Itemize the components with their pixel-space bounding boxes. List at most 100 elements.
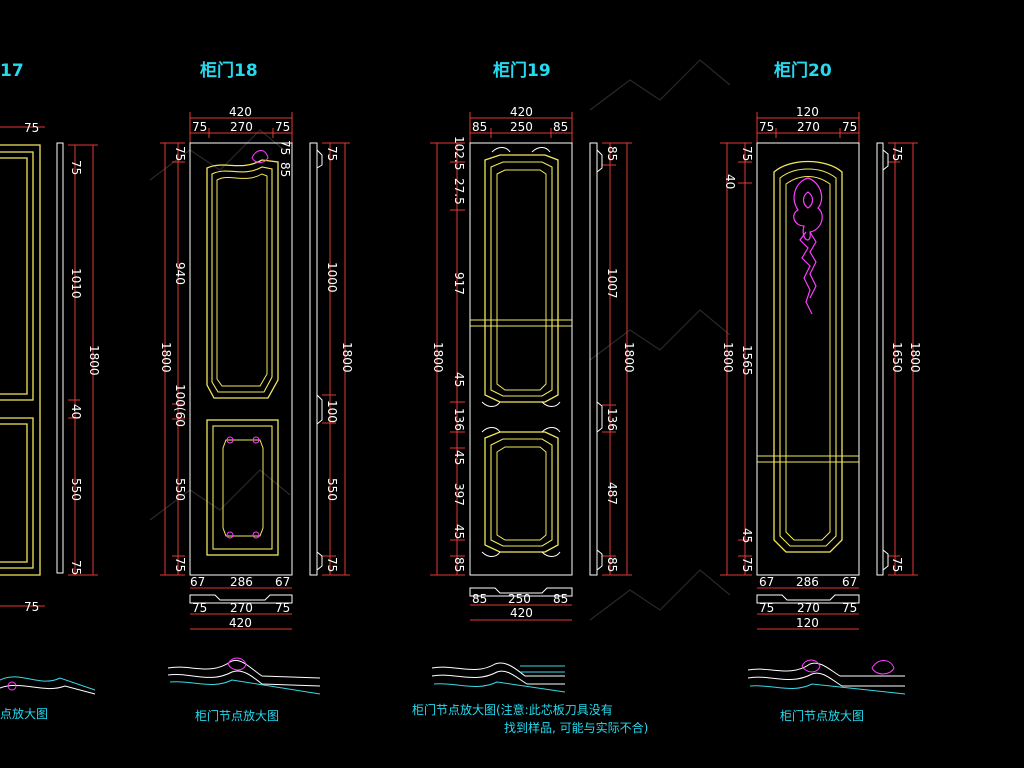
door-19-dim-left-136: 136 xyxy=(452,408,466,431)
door-19-dim-lines xyxy=(430,112,632,621)
door-17-title: 17 xyxy=(0,61,24,81)
door-18: 柜门18 420 75 xyxy=(159,60,354,723)
door-20-dim-bottom-67b: 67 xyxy=(842,575,857,589)
door-17: 17 75 75 1010 1800 40 550 75 75 xyxy=(0,61,101,721)
door-20-caption: 柜门节点放大图 xyxy=(780,708,864,723)
door-18-dim-bottom-67b: 67 xyxy=(275,575,290,589)
door-20-side-profile xyxy=(876,142,889,576)
door-19-dim-right-85b: 85 xyxy=(605,557,619,572)
door-18-dim-right-1000: 1000 xyxy=(325,262,339,293)
door-20-dim-right-1800: 1800 xyxy=(908,342,922,373)
door-18-dim-left-940: 940 xyxy=(173,262,187,285)
door-20-dim-left-1800: 1800 xyxy=(721,342,735,373)
door-18-dim-width-left: 75 xyxy=(192,120,207,134)
door-19-side-profile xyxy=(589,142,603,576)
door-18-dim-right-100: 100 xyxy=(325,400,339,423)
door-20-dim-left-40: 40 xyxy=(723,174,737,189)
door-17-dim-40: 40 xyxy=(69,404,83,419)
door-19-dim-bottom-85a: 85 xyxy=(472,592,487,606)
door-18-dim-left-100: 100(60 xyxy=(173,384,187,427)
door-18-dim-inner-75: 75 xyxy=(278,140,292,155)
door-20-dim-bottom-120: 120 xyxy=(796,616,819,630)
door-20-dim-left-45: 45 xyxy=(740,528,754,543)
door-17-joint-profile xyxy=(0,676,96,695)
door-20-carving xyxy=(793,177,823,315)
door-20-dim-width-total: 120 xyxy=(796,105,819,119)
door-19-dim-right-85a: 85 xyxy=(605,146,619,161)
door-19-dim-left-917: 917 xyxy=(452,272,466,295)
door-17-dim-bottom: 75 xyxy=(24,600,39,614)
door-19-dim-right-1007: 1007 xyxy=(605,268,619,299)
door-20-dim-bottom-286: 286 xyxy=(796,575,819,589)
door-18-title: 柜门18 xyxy=(200,60,258,81)
door-19-title: 柜门19 xyxy=(493,60,551,81)
door-20-title: 柜门20 xyxy=(774,60,832,81)
door-20-dim-width-right: 75 xyxy=(842,120,857,134)
door-18-joint-profile xyxy=(167,657,321,695)
door-17-side-profile xyxy=(56,142,64,574)
door-18-dim-left-75a: 75 xyxy=(173,146,187,161)
door-19-dim-bottom-85b: 85 xyxy=(553,592,568,606)
door-20-dim-left-75a: 75 xyxy=(740,146,754,161)
door-18-dim-bottom-286: 286 xyxy=(230,575,253,589)
door-18-side-profile xyxy=(309,142,323,576)
door-18-dim-bottom-420: 420 xyxy=(229,616,252,630)
door-18-dim-bottom-270: 270 xyxy=(230,601,253,615)
door-20-elevation xyxy=(756,142,860,576)
door-19-dim-left-45c: 45 xyxy=(452,524,466,539)
door-18-elevation xyxy=(189,142,293,576)
door-18-dim-lines xyxy=(160,112,350,630)
door-17-dim-550: 550 xyxy=(69,478,83,501)
door-17-dim-lines xyxy=(0,126,98,607)
door-19-dim-bottom-420: 420 xyxy=(510,606,533,620)
door-17-dim-1010: 1010 xyxy=(69,268,83,299)
door-17-dim-75b: 75 xyxy=(69,560,83,575)
door-19-dim-left-397: 397 xyxy=(452,483,466,506)
door-20-dim-bottom-75a: 75 xyxy=(759,601,774,615)
door-18-dim-width-right: 75 xyxy=(275,120,290,134)
door-19-dim-left-45b: 45 xyxy=(452,450,466,465)
watermark-mark xyxy=(589,59,731,111)
door-19-elevation xyxy=(469,142,573,576)
door-19-caption-line2: 找到样品, 可能与实际不合) xyxy=(504,720,648,735)
door-19-dim-left-275: 27.5 xyxy=(452,178,466,205)
door-19-dim-width-right: 85 xyxy=(553,120,568,134)
door-18-dim-right-1800: 1800 xyxy=(340,342,354,373)
door-20-dim-bottom-67a: 67 xyxy=(759,575,774,589)
door-19-dim-right-1800: 1800 xyxy=(622,342,636,373)
door-19-ornaments xyxy=(481,147,561,557)
door-19-dim-width-mid: 250 xyxy=(510,120,533,134)
door-19-caption-line1: 柜门节点放大图(注意:此芯板刀具没有 xyxy=(412,702,613,717)
door-18-caption: 柜门节点放大图 xyxy=(195,708,279,723)
door-19-joint-profile xyxy=(431,662,566,693)
door-17-panel xyxy=(0,144,41,576)
door-18-dim-inner-85: 85 xyxy=(278,162,292,177)
door-18-dim-width-total: 420 xyxy=(229,105,252,119)
watermark-mark xyxy=(149,469,291,521)
door-20-dim-right-1650: 1650 xyxy=(890,342,904,373)
door-20-dim-lines xyxy=(720,112,918,630)
door-18-dim-right-550: 550 xyxy=(325,478,339,501)
door-19-dim-left-45a: 45 xyxy=(452,372,466,387)
door-20-dim-bottom-270: 270 xyxy=(797,601,820,615)
door-20-dim-left-75b: 75 xyxy=(740,557,754,572)
door-18-dim-width-mid: 270 xyxy=(230,120,253,134)
door-19-dim-left-85: 85 xyxy=(452,557,466,572)
door-18-dim-left-550: 550 xyxy=(173,478,187,501)
door-20-joint-profile xyxy=(747,659,906,695)
watermark-mark xyxy=(589,309,731,361)
door-17-caption: 点放大图 xyxy=(0,706,48,721)
door-20-dim-width-left: 75 xyxy=(759,120,774,134)
door-19-dim-width-left: 85 xyxy=(472,120,487,134)
door-20-dim-left-1565: 1565 xyxy=(740,345,754,376)
door-19-dim-width-total: 420 xyxy=(510,105,533,119)
door-19-dim-right-487: 487 xyxy=(605,482,619,505)
door-18-dim-right-75b: 75 xyxy=(325,557,339,572)
door-19-dim-left-102: 102.5 xyxy=(452,136,466,170)
door-18-dim-left-1800: 1800 xyxy=(159,342,173,373)
door-18-bottom-profile xyxy=(189,594,293,604)
door-20-bottom-profile xyxy=(756,594,860,604)
door-20: 柜门20 120 75 270 xyxy=(720,60,922,723)
